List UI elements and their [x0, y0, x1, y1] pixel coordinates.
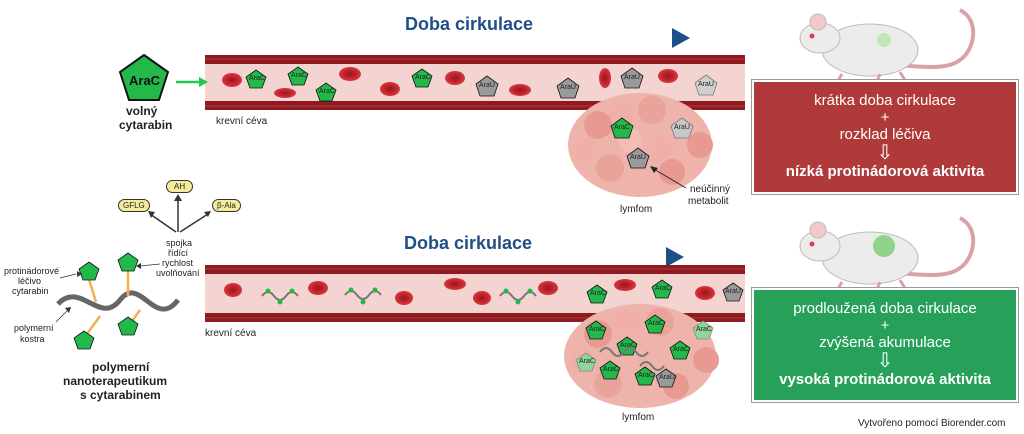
cleavage-product-gflg: GFLG	[118, 199, 150, 212]
pill-arau: AraU	[698, 81, 714, 88]
pill-arac: AraC	[603, 366, 619, 373]
pill-arac: AraC	[579, 358, 595, 365]
bottom-result-box: prodloužená doba cirkulace + zvýšená aku…	[752, 288, 1018, 402]
pill-arac: AraC	[648, 320, 664, 327]
bottom-result-line3: vysoká protinádorová aktivita	[779, 371, 991, 388]
top-lymphoma-label: lymfom	[620, 204, 653, 215]
entry-arrow	[176, 77, 208, 87]
bottom-arac-molecules	[586, 279, 673, 304]
bottom-vessel-label: krevní céva	[205, 328, 257, 339]
top-circulation-arrow	[300, 28, 690, 48]
bottom-arau-molecules	[722, 282, 744, 302]
down-arrow-icon: ⇩	[876, 350, 894, 372]
backbone-label-1: polymerní	[14, 323, 54, 333]
bottom-result-plus: +	[880, 317, 890, 334]
cleavage-arrows	[148, 194, 211, 233]
nano-title-3: s cytarabinem	[80, 388, 161, 402]
pill-arac: AraC	[620, 342, 636, 349]
linker-label-3: rychlost	[162, 258, 194, 268]
bottom-result-line2: zvýšená akumulace	[819, 334, 951, 351]
pill-arau: AraU	[659, 374, 675, 381]
cleavage-product-bala: β-Ala	[212, 199, 241, 212]
pill-arac: AraC	[319, 88, 335, 95]
pill-arac: AraC	[590, 290, 606, 297]
biorender-credit: Vytvořeno pomocí Biorender.com	[858, 418, 1006, 429]
top-result-plus: +	[880, 109, 890, 126]
pill-arau: AraU	[624, 74, 640, 81]
pill-arau: AraU	[479, 82, 495, 89]
free-arac-badge	[118, 53, 170, 101]
linker-label-1: spojka	[166, 238, 193, 248]
linker-label-4: uvolňování	[156, 268, 200, 278]
drug-label-2: léčivo	[18, 276, 42, 286]
annotation-lines	[55, 263, 161, 323]
metabolite-label-1: neúčinný	[690, 184, 731, 195]
bottom-nanocarriers	[261, 287, 537, 305]
top-arau-molecules	[475, 67, 718, 99]
pill-arac: AraC	[614, 124, 630, 131]
pill-arau: AraU	[725, 288, 741, 295]
top-result-line1: krátka doba cirkulace	[814, 92, 956, 109]
bottom-red-blood-cells	[224, 278, 715, 305]
top-lymphoma-tumor	[568, 93, 713, 197]
top-vessel-label: krevní céva	[216, 116, 268, 127]
pill-arau: AraU	[560, 84, 576, 91]
top-result-line3: nízká protinádorová aktivita	[785, 163, 985, 180]
drug-label-3: cytarabin	[12, 286, 49, 296]
drug-label-1: protinádorové	[4, 266, 60, 276]
pill-arac: AraC	[655, 285, 671, 292]
free-arac-badge-label: AraC	[129, 73, 161, 88]
pill-arac: AraC	[589, 326, 605, 333]
pill-arac: AraC	[673, 346, 689, 353]
pill-arac: AraC	[291, 72, 307, 79]
pill-arac: AraC	[638, 372, 654, 379]
linker-label-2: řídící	[168, 248, 189, 258]
top-result-line2: rozklad léčiva	[839, 126, 931, 143]
cleavage-product-ah: AH	[166, 180, 194, 193]
pill-arac: AraC	[249, 75, 265, 82]
pill-arac: AraC	[415, 74, 431, 81]
nano-title-1: polymerní	[92, 360, 150, 374]
metabolite-label-2: metabolit	[688, 196, 729, 207]
backbone-label-2: kostra	[20, 334, 45, 344]
bottom-lymphoma-label: lymfom	[622, 412, 655, 423]
pill-arau: AraU	[674, 124, 690, 131]
bottom-circulation-arrow	[270, 247, 684, 267]
mouse-bottom-icon	[799, 216, 976, 293]
metabolite-pointer	[650, 166, 687, 189]
free-drug-name-2: cytarabin	[119, 118, 173, 132]
pill-arau: AraU	[630, 154, 646, 161]
nano-title-2: nanoterapeutikum	[63, 374, 168, 388]
bottom-circulation-title: Doba cirkulace	[404, 233, 533, 253]
top-arac-molecules	[245, 66, 433, 102]
pill-arac: AraC	[696, 326, 712, 333]
free-drug-name-1: volný	[126, 104, 158, 118]
polymer-drug-molecules	[73, 252, 139, 350]
mouse-top-icon	[799, 8, 976, 85]
top-red-blood-cells	[222, 67, 678, 98]
top-circulation-title: Doba cirkulace	[405, 14, 534, 34]
bottom-lymphoma-tumor	[564, 304, 719, 408]
down-arrow-icon: ⇩	[876, 142, 894, 164]
bottom-result-line1: prodloužená doba cirkulace	[793, 300, 977, 317]
top-result-box: krátka doba cirkulace + rozklad léčiva ⇩…	[752, 80, 1018, 194]
